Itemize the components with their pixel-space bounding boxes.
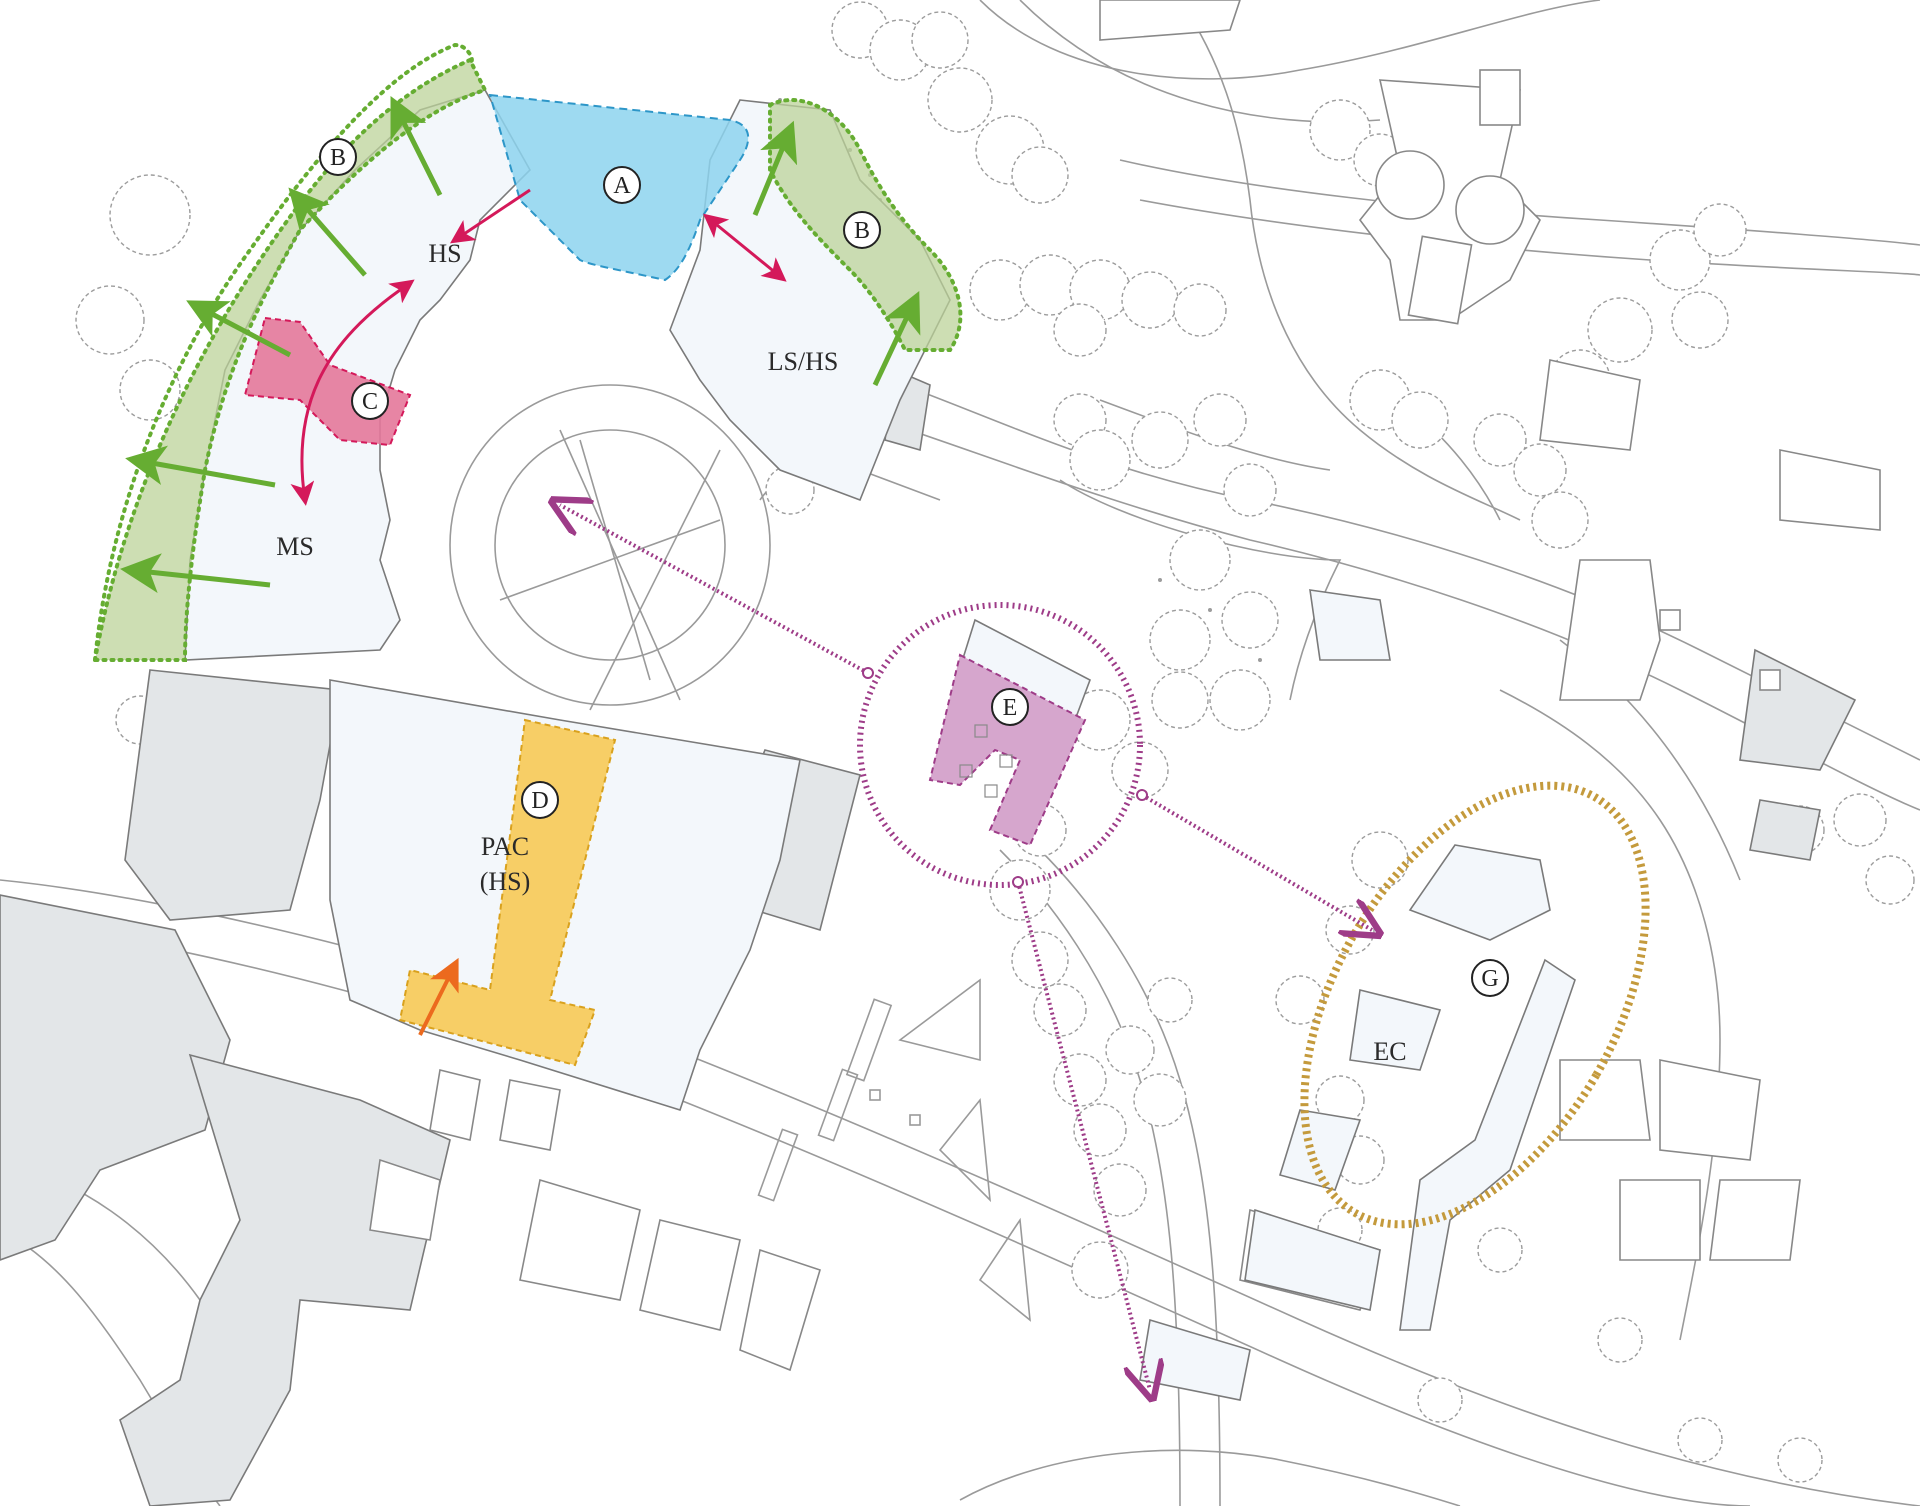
red-arrows: [290, 188, 787, 506]
zone-d: [398, 718, 617, 1067]
marker-d-text: D: [531, 788, 548, 814]
green-arrows: [120, 96, 921, 594]
label-ls-hs: LS/HS: [768, 347, 839, 376]
ec-building-west: [1278, 1109, 1362, 1191]
label-ms: MS: [276, 532, 314, 561]
zone-b-west-outline: [93, 42, 474, 662]
marker-d: D: [521, 781, 559, 819]
label-ec: EC: [1373, 1037, 1406, 1066]
marker-a-text: A: [613, 173, 631, 199]
marker-b-east-text: B: [854, 218, 870, 244]
ec-building-south: [1244, 1208, 1381, 1311]
ec-building-north: [1408, 844, 1551, 941]
marker-e-text: E: [1003, 695, 1018, 721]
zone-e-courtyard-squares: [959, 724, 1013, 798]
label-pac-line1: PAC: [481, 832, 529, 861]
marker-e: E: [991, 688, 1029, 726]
marker-b-west-text: B: [330, 145, 346, 171]
ec-building-east: [1399, 958, 1576, 1331]
zone-e-radius: [857, 602, 1143, 888]
other-buildings: [369, 0, 1881, 1372]
marker-g-text: G: [1481, 966, 1498, 992]
marker-c: C: [351, 382, 389, 420]
marker-g: G: [1471, 959, 1509, 997]
zone-g-ring: [1300, 781, 1650, 1229]
marker-c-text: C: [362, 389, 378, 415]
marker-b-west: B: [319, 138, 357, 176]
purple-arrows: [560, 505, 1372, 1390]
building-labels: HS LS/HS MS PAC (HS) EC: [276, 239, 1406, 1066]
ec-building-mid: [1349, 989, 1442, 1071]
marker-a: A: [603, 166, 641, 204]
label-pac-line2: (HS): [480, 867, 531, 896]
label-hs: HS: [428, 239, 461, 268]
hs-ms-building: [184, 89, 531, 661]
marker-b-east: B: [843, 211, 881, 249]
zone-e: [928, 653, 1087, 847]
orange-arrow: [418, 957, 459, 1036]
purple-arrow-nodes: [862, 667, 1148, 888]
